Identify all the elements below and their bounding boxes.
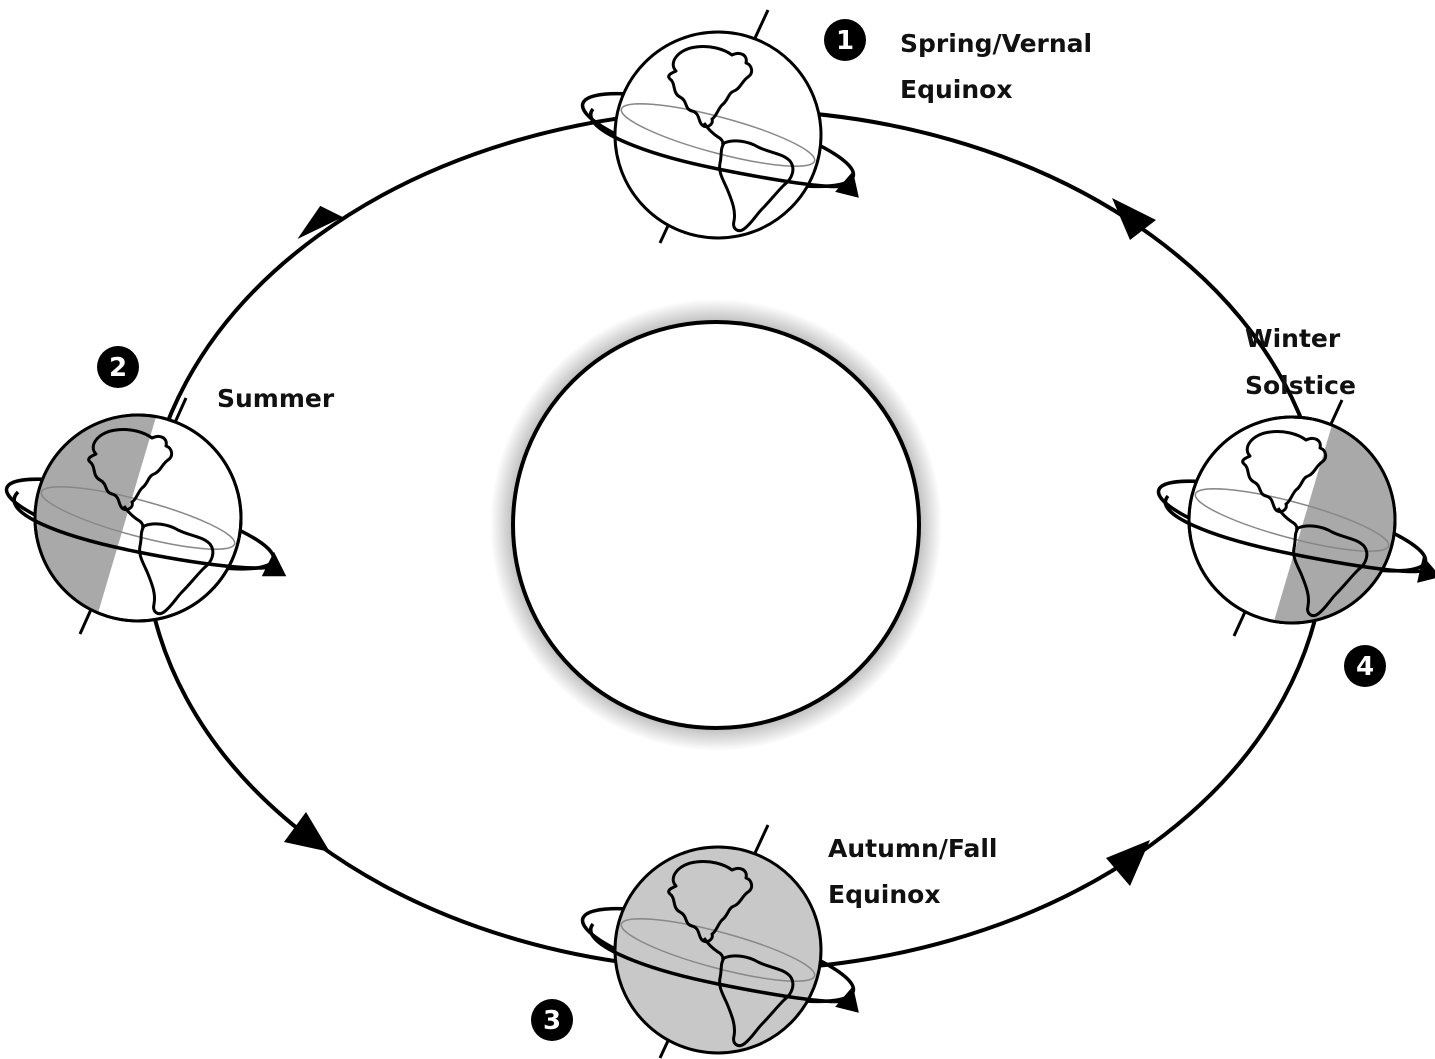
earth-autumn: [580, 824, 859, 1059]
spin-ring-front-summer: [12, 490, 287, 577]
label-autumn: Autumn/Fall Equinox: [828, 834, 998, 909]
orbit-arrow-bottom-left: [284, 812, 330, 852]
equator-spring: [620, 103, 816, 167]
badge-1: 1: [824, 19, 866, 61]
spin-ring-front-spring: [589, 107, 859, 198]
sun: [490, 299, 942, 751]
orbit-arrow-top-left: [297, 205, 343, 240]
spin-ring-front-autumn: [589, 922, 859, 1013]
globe-winter-outline: [1187, 415, 1397, 625]
badge-3-circle: [531, 999, 573, 1041]
earth-spring: [580, 9, 859, 244]
badge-1-number: 1: [836, 26, 854, 56]
badge-2: 2: [97, 346, 139, 388]
equator-winter: [1194, 488, 1390, 552]
label-spring: Spring/Vernal Equinox: [900, 29, 1092, 104]
sun-body: [511, 320, 921, 730]
globe-spring: [613, 30, 823, 240]
label-autumn-line1: Autumn/Fall: [828, 834, 998, 863]
label-summer-line1: Summer: [217, 384, 335, 413]
label-spring-line2: Equinox: [900, 75, 1012, 104]
globe-summer-outline: [33, 413, 243, 623]
badge-1-circle: [824, 19, 866, 61]
spin-ring-front-winter: [1163, 494, 1435, 583]
equator-summer: [40, 486, 236, 550]
night-side-summer: [36, 415, 156, 613]
earth-winter: [1156, 399, 1435, 637]
label-winter-line2: Solstice: [1245, 371, 1356, 400]
equator-autumn: [620, 918, 816, 982]
globe-autumn: [613, 845, 823, 1055]
orbit-arrow-bottom-right: [1106, 840, 1150, 886]
label-winter-line1: Winter: [1245, 324, 1341, 353]
badge-3-number: 3: [543, 1006, 561, 1036]
earth-summer: [4, 397, 287, 635]
badge-3: 3: [531, 999, 573, 1041]
label-summer: Summer: [217, 384, 335, 413]
badge-4-circle: [1344, 645, 1386, 687]
orbit-arrow-top-right: [1112, 198, 1156, 240]
label-autumn-line2: Equinox: [828, 880, 940, 909]
badge-4: 4: [1344, 645, 1386, 687]
label-winter: Winter Solstice: [1245, 324, 1356, 400]
badge-2-circle: [97, 346, 139, 388]
label-spring-line1: Spring/Vernal: [900, 29, 1092, 58]
badge-4-number: 4: [1356, 652, 1374, 682]
orbit-arrows: [284, 198, 1156, 886]
badge-2-number: 2: [109, 353, 127, 383]
night-side-winter: [1274, 425, 1394, 623]
